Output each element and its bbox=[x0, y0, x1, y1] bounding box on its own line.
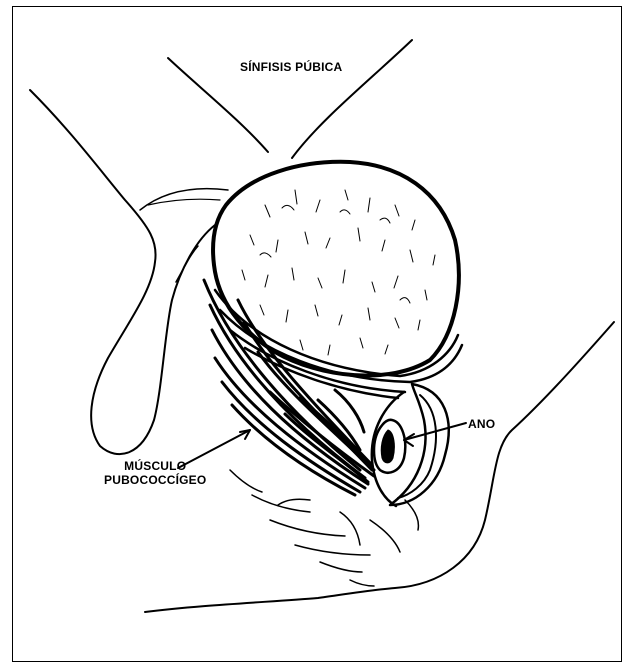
right-fibre-bundle-inner bbox=[398, 395, 436, 498]
hair-texture bbox=[242, 190, 435, 355]
pubic-outline-right bbox=[292, 40, 412, 158]
head-rim-fibres bbox=[215, 290, 462, 398]
label-anus: ANO bbox=[468, 417, 495, 431]
label-pubococcygeus-muscle: MÚSCULO PUBOCOCCÍGEO bbox=[104, 459, 206, 487]
left-thigh-outline bbox=[30, 90, 215, 454]
label-muscle-line-2: PUBOCOCCÍGEO bbox=[104, 473, 206, 487]
anal-opening bbox=[381, 430, 394, 463]
inner-fold-line-2 bbox=[148, 199, 220, 205]
muscle-fibres bbox=[204, 280, 374, 495]
right-buttock-outline bbox=[145, 322, 614, 612]
inner-fold-line-3 bbox=[176, 246, 198, 282]
label-muscle-line-1: MÚSCULO bbox=[124, 459, 186, 473]
label-pubic-symphysis: SÍNFISIS PÚBICA bbox=[240, 60, 342, 74]
perineal-skin-lines bbox=[230, 470, 418, 586]
